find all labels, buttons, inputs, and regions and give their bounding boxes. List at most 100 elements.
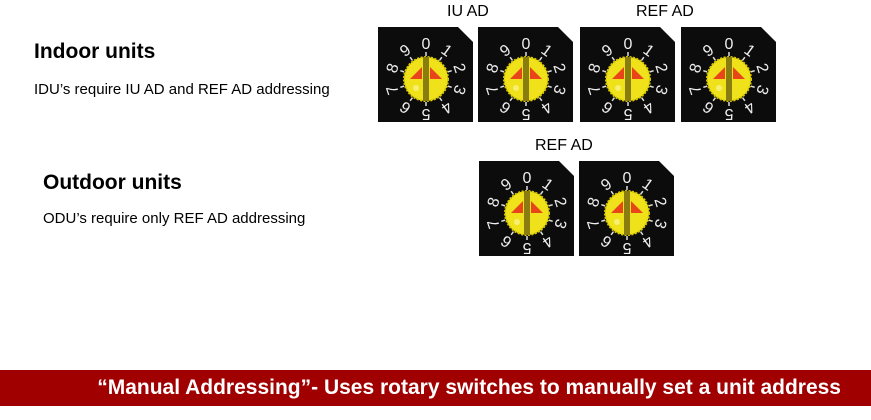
switch-detail xyxy=(510,57,542,101)
switch-detail xyxy=(612,57,644,101)
dial-tick xyxy=(400,85,405,89)
dial-tick xyxy=(611,56,616,61)
dial-tick xyxy=(547,69,552,73)
dial-digit: 0 xyxy=(623,170,632,187)
dial-tick xyxy=(539,190,544,195)
dial-tick xyxy=(703,85,708,89)
dial-tick xyxy=(601,219,606,223)
dial-tick xyxy=(741,97,746,102)
arrow-left xyxy=(410,67,422,79)
arrow-right xyxy=(530,67,542,79)
dial-tick xyxy=(400,69,405,73)
dial-tick xyxy=(539,231,544,236)
switch-detail xyxy=(611,191,643,235)
dial-tick xyxy=(438,56,443,61)
dial-tick xyxy=(611,97,616,102)
arrow-right xyxy=(531,201,543,213)
dial-tick xyxy=(447,85,452,89)
dial-tick xyxy=(649,69,654,73)
footer-banner: “Manual Addressing”- Uses rotary switche… xyxy=(0,370,871,406)
dial-digit: 5 xyxy=(623,105,632,122)
indoor-units-heading: Indoor units xyxy=(34,40,156,63)
dial-tick xyxy=(538,97,543,102)
dial-tick xyxy=(509,56,514,61)
dial-tick xyxy=(409,56,414,61)
dial-tick xyxy=(510,231,515,236)
dial-digit: 5 xyxy=(724,105,733,122)
arrow-left xyxy=(612,67,624,79)
arrow-left xyxy=(713,67,725,79)
arrow-left xyxy=(510,67,522,79)
switch-detail xyxy=(614,219,620,225)
switch-detail xyxy=(410,57,442,101)
dial-digit: 5 xyxy=(521,105,530,122)
dial-digit: 0 xyxy=(422,36,431,53)
dial-tick xyxy=(509,97,514,102)
switch-detail xyxy=(513,85,519,91)
dial-tick xyxy=(649,85,654,89)
iu-ad-label: IU AD xyxy=(447,3,489,20)
outdoor-units-description: ODU’s require only REF AD addressing xyxy=(43,210,306,227)
dial-tick xyxy=(703,69,708,73)
dial-tick xyxy=(501,203,506,207)
indoor-ref-ad-label: REF AD xyxy=(636,3,694,20)
switch-detail xyxy=(514,219,520,225)
dial-tick xyxy=(750,85,755,89)
dial-tick xyxy=(438,97,443,102)
dial-tick xyxy=(639,190,644,195)
dial-tick xyxy=(409,97,414,102)
dial-tick xyxy=(648,219,653,223)
dial-tick xyxy=(500,85,505,89)
dial-pointer-slot xyxy=(624,191,630,235)
outdoor-units-heading: Outdoor units xyxy=(43,171,182,194)
dial-tick xyxy=(548,203,553,207)
switch-detail xyxy=(615,85,621,91)
dial-tick xyxy=(648,203,653,207)
dial-tick xyxy=(610,231,615,236)
dial-tick xyxy=(712,97,717,102)
dial-tick xyxy=(602,69,607,73)
dial-digit: 5 xyxy=(522,239,531,256)
arrow-left xyxy=(511,201,523,213)
dial-tick xyxy=(601,203,606,207)
dial-pointer-slot xyxy=(524,191,530,235)
dial-tick xyxy=(712,56,717,61)
dial-tick xyxy=(602,85,607,89)
dial-tick xyxy=(447,69,452,73)
dial-pointer-slot xyxy=(423,57,429,101)
dial-tick xyxy=(538,56,543,61)
dial-tick xyxy=(510,190,515,195)
arrow-right xyxy=(430,67,442,79)
outdoor-ref-ad-label: REF AD xyxy=(535,137,593,154)
dial-tick xyxy=(501,219,506,223)
dial-digit: 0 xyxy=(523,170,532,187)
dial-digit: 0 xyxy=(624,36,633,53)
arrow-right xyxy=(631,201,643,213)
arrow-left xyxy=(611,201,623,213)
dial-tick xyxy=(640,97,645,102)
dial-pointer-slot xyxy=(523,57,529,101)
switch-detail xyxy=(713,57,745,101)
dial-pointer-slot xyxy=(625,57,631,101)
dial-tick xyxy=(639,231,644,236)
dial-digit: 5 xyxy=(622,239,631,256)
arrow-right xyxy=(733,67,745,79)
indoor-units-description: IDU’s require IU AD and REF AD addressin… xyxy=(34,81,330,98)
dial-digit: 0 xyxy=(522,36,531,53)
dial-digit: 0 xyxy=(725,36,734,53)
dial-tick xyxy=(640,56,645,61)
arrow-right xyxy=(632,67,644,79)
dial-tick xyxy=(750,69,755,73)
dial-tick xyxy=(610,190,615,195)
dial-tick xyxy=(548,219,553,223)
dial-tick xyxy=(547,85,552,89)
dial-tick xyxy=(500,69,505,73)
dial-pointer-slot xyxy=(726,57,732,101)
dial-digit: 5 xyxy=(421,105,430,122)
